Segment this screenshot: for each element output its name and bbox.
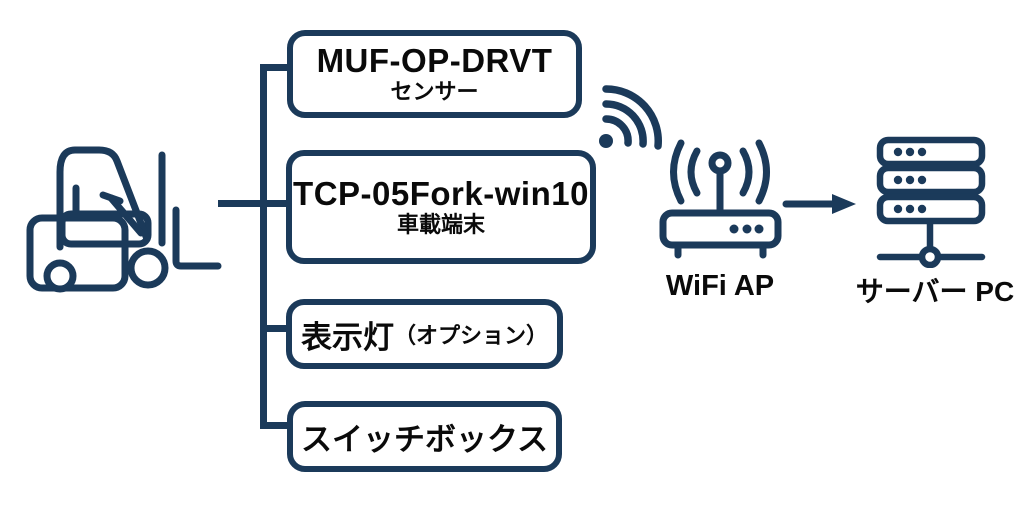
component-note: （オプション） xyxy=(393,323,548,348)
connector-stub-box1 xyxy=(260,64,292,71)
wifi-ap-label: WiFi AP xyxy=(665,270,775,302)
component-box-switchbox: スイッチボックス xyxy=(287,401,562,472)
component-subtitle: センサー xyxy=(390,78,479,104)
component-box-sensor: MUF-OP-DRVT センサー xyxy=(287,30,582,118)
component-title: TCP-05Fork-win10 xyxy=(293,174,589,212)
component-title: スイッチボックス xyxy=(300,422,549,457)
connector-stub-box3 xyxy=(260,325,292,332)
component-subtitle: 車載端末 xyxy=(396,211,485,237)
forklift-icon xyxy=(23,127,228,295)
connector-forklift-to-trunk xyxy=(218,200,292,207)
server-rack-icon xyxy=(866,128,996,268)
component-title: 表示灯 xyxy=(300,319,394,355)
component-title: MUF-OP-DRVT xyxy=(316,41,553,79)
component-box-terminal: TCP-05Fork-win10 車載端末 xyxy=(286,150,596,264)
server-pc-label: サーバー PC xyxy=(855,276,1015,307)
wifi-router-icon xyxy=(650,138,790,260)
connector-trunk xyxy=(260,64,267,429)
connector-stub-box4 xyxy=(260,422,292,429)
wifi-signal-icon xyxy=(580,72,680,172)
component-box-indicator: 表示灯 （オプション） xyxy=(286,299,563,369)
arrow-right-icon xyxy=(782,191,860,217)
